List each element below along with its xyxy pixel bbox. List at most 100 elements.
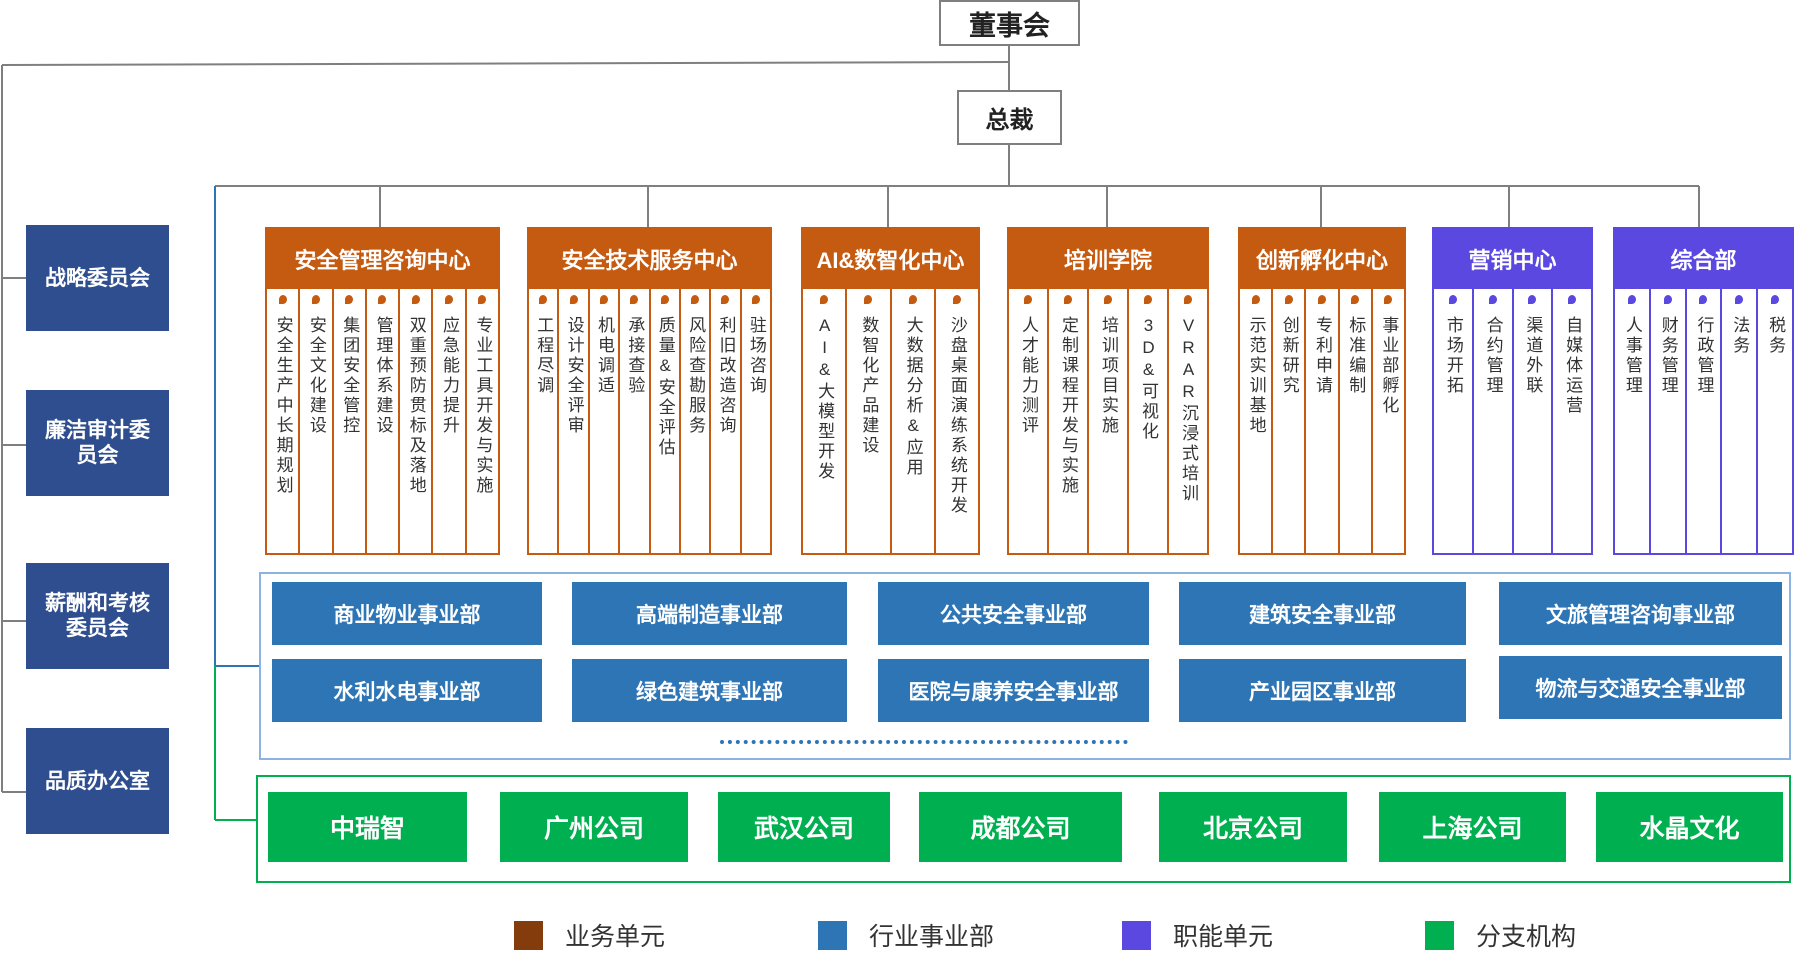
unit-title: 创新孵化中心 [1240, 229, 1404, 289]
unit-item-label: 利旧改造咨询 [716, 316, 736, 436]
unit-item-label: 税务 [1766, 316, 1786, 356]
unit-item: 法务 [1722, 289, 1759, 553]
legend-label: 行业事业部 [869, 923, 995, 951]
unit-title: 安全管理咨询中心 [267, 229, 498, 289]
unit-item-label: 集团安全管控 [340, 316, 360, 436]
unit-item-label: 驻场咨询 [746, 316, 766, 396]
bullet-icon [569, 295, 578, 304]
unit-item: AI&大模型开发 [803, 289, 848, 553]
bullet-icon [1104, 295, 1112, 304]
committee-strategy: 战略委员会 [26, 225, 169, 331]
unit-title: AI&数智化中心 [803, 229, 978, 289]
bullet-icon [539, 295, 548, 304]
legend-business: 业务单元 [514, 917, 665, 953]
industry-unit: 水利水电事业部 [272, 659, 542, 722]
legend-swatch [818, 920, 847, 950]
unit-item: 利旧改造咨询 [711, 289, 742, 553]
unit-item-label: 承接查验 [625, 316, 645, 396]
industry-unit: 物流与交通安全事业部 [1499, 656, 1782, 719]
unit-item-label: 管理体系建设 [373, 316, 393, 436]
legend-branch: 分支机构 [1425, 917, 1576, 953]
unit-item-label: 机电调适 [594, 316, 614, 396]
industry-unit: 公共安全事业部 [878, 582, 1149, 645]
unit-item-label: 培训项目实施 [1099, 316, 1118, 436]
unit-item: 专利申请 [1306, 289, 1340, 553]
board-box: 董事会 [939, 0, 1080, 46]
unit-item: 人事管理 [1615, 289, 1651, 553]
bullet-icon [599, 295, 608, 304]
unit-item-label: 标准编制 [1346, 316, 1366, 396]
industry-unit: 产业园区事业部 [1179, 659, 1466, 722]
industry-unit: 医院与康养安全事业部 [878, 659, 1149, 722]
legend-label: 业务单元 [565, 923, 666, 951]
unit-item-label: 专业工具开发与实施 [473, 316, 493, 496]
unit-item: 示范实训基地 [1240, 289, 1274, 553]
branch-box: 北京公司 [1159, 792, 1347, 862]
unit-item: 集团安全管控 [334, 289, 367, 553]
unit-item: 数智化产品建设 [847, 289, 892, 553]
unit-item: 培训项目实施 [1089, 289, 1129, 553]
bullet-icon [378, 295, 387, 304]
branch-box: 武汉公司 [718, 792, 890, 862]
bullet-icon [1318, 295, 1326, 304]
bullet-icon [820, 295, 829, 304]
unit-item: 承接查验 [620, 289, 651, 553]
unit-item-label: 自媒体运营 [1563, 316, 1583, 416]
unit-item: 风险查勘服务 [681, 289, 712, 553]
unit-box: 综合部人事管理财务管理行政管理法务税务 [1613, 227, 1794, 555]
unit-item-label: 沙盘桌面演练系统开发 [947, 316, 967, 516]
unit-item: 沙盘桌面演练系统开发 [936, 289, 978, 553]
legend-industry: 行业事业部 [818, 917, 994, 953]
unit-item: 市场开拓 [1434, 289, 1474, 553]
unit-item-label: 创新研究 [1279, 316, 1299, 396]
bullet-icon [1568, 295, 1577, 304]
unit-columns: 人事管理财务管理行政管理法务税务 [1615, 289, 1792, 553]
unit-item: 专业工具开发与实施 [467, 289, 498, 553]
committee-audit: 廉洁审计委员会 [26, 390, 169, 496]
unit-item: 双重预防贯标及落地 [400, 289, 434, 553]
bullet-icon [751, 295, 760, 304]
bullet-icon [411, 295, 420, 304]
unit-columns: 示范实训基地创新研究专利申请标准编制事业部孵化 [1240, 289, 1404, 553]
industry-unit: 绿色建筑事业部 [572, 659, 847, 722]
unit-item-label: 3D&可视化 [1139, 316, 1158, 442]
bullet-icon [1488, 295, 1497, 304]
unit-item-label: 渠道外联 [1523, 316, 1543, 396]
unit-item-label: 数智化产品建设 [859, 316, 879, 456]
bullet-icon [1663, 295, 1672, 304]
bullet-icon [1384, 295, 1393, 304]
ceo-box: 总裁 [957, 90, 1062, 145]
bullet-icon [952, 295, 961, 304]
unit-item-label: 市场开拓 [1443, 316, 1463, 396]
unit-item: 工程尽调 [529, 289, 560, 553]
branch-box: 成都公司 [919, 792, 1122, 862]
unit-title: 培训学院 [1009, 229, 1207, 289]
unit-box: 营销中心市场开拓合约管理渠道外联自媒体运营 [1432, 227, 1593, 555]
bullet-icon [1528, 295, 1537, 304]
unit-item: 定制课程开发与实施 [1049, 289, 1089, 553]
unit-box: 安全管理咨询中心安全生产中长期规划安全文化建设集团安全管控管理体系建设双重预防贯… [265, 227, 500, 555]
industry-unit: 高端制造事业部 [572, 582, 847, 645]
unit-item: 管理体系建设 [367, 289, 401, 553]
unit-item: 质量&安全评估 [651, 289, 681, 553]
unit-title: 安全技术服务中心 [529, 229, 770, 289]
unit-item: 合约管理 [1474, 289, 1514, 553]
bullet-icon [1627, 295, 1636, 304]
unit-item-label: 行政管理 [1694, 316, 1714, 396]
unit-columns: AI&大模型开发数智化产品建设大数据分析&应用沙盘桌面演练系统开发 [803, 289, 978, 553]
bullet-icon [1184, 295, 1192, 304]
unit-item-label: 专利申请 [1313, 316, 1332, 396]
unit-item-label: AI&大模型开发 [815, 316, 835, 482]
industry-unit: 建筑安全事业部 [1179, 582, 1466, 645]
bullet-icon [721, 295, 730, 304]
unit-item-label: 财务管理 [1658, 316, 1678, 396]
unit-item-label: 安全文化建设 [306, 316, 326, 436]
more-units-ellipsis [720, 740, 1128, 744]
unit-columns: 市场开拓合约管理渠道外联自媒体运营 [1434, 289, 1591, 553]
unit-item: 行政管理 [1687, 289, 1723, 553]
unit-box: 创新孵化中心示范实训基地创新研究专利申请标准编制事业部孵化 [1238, 227, 1406, 555]
